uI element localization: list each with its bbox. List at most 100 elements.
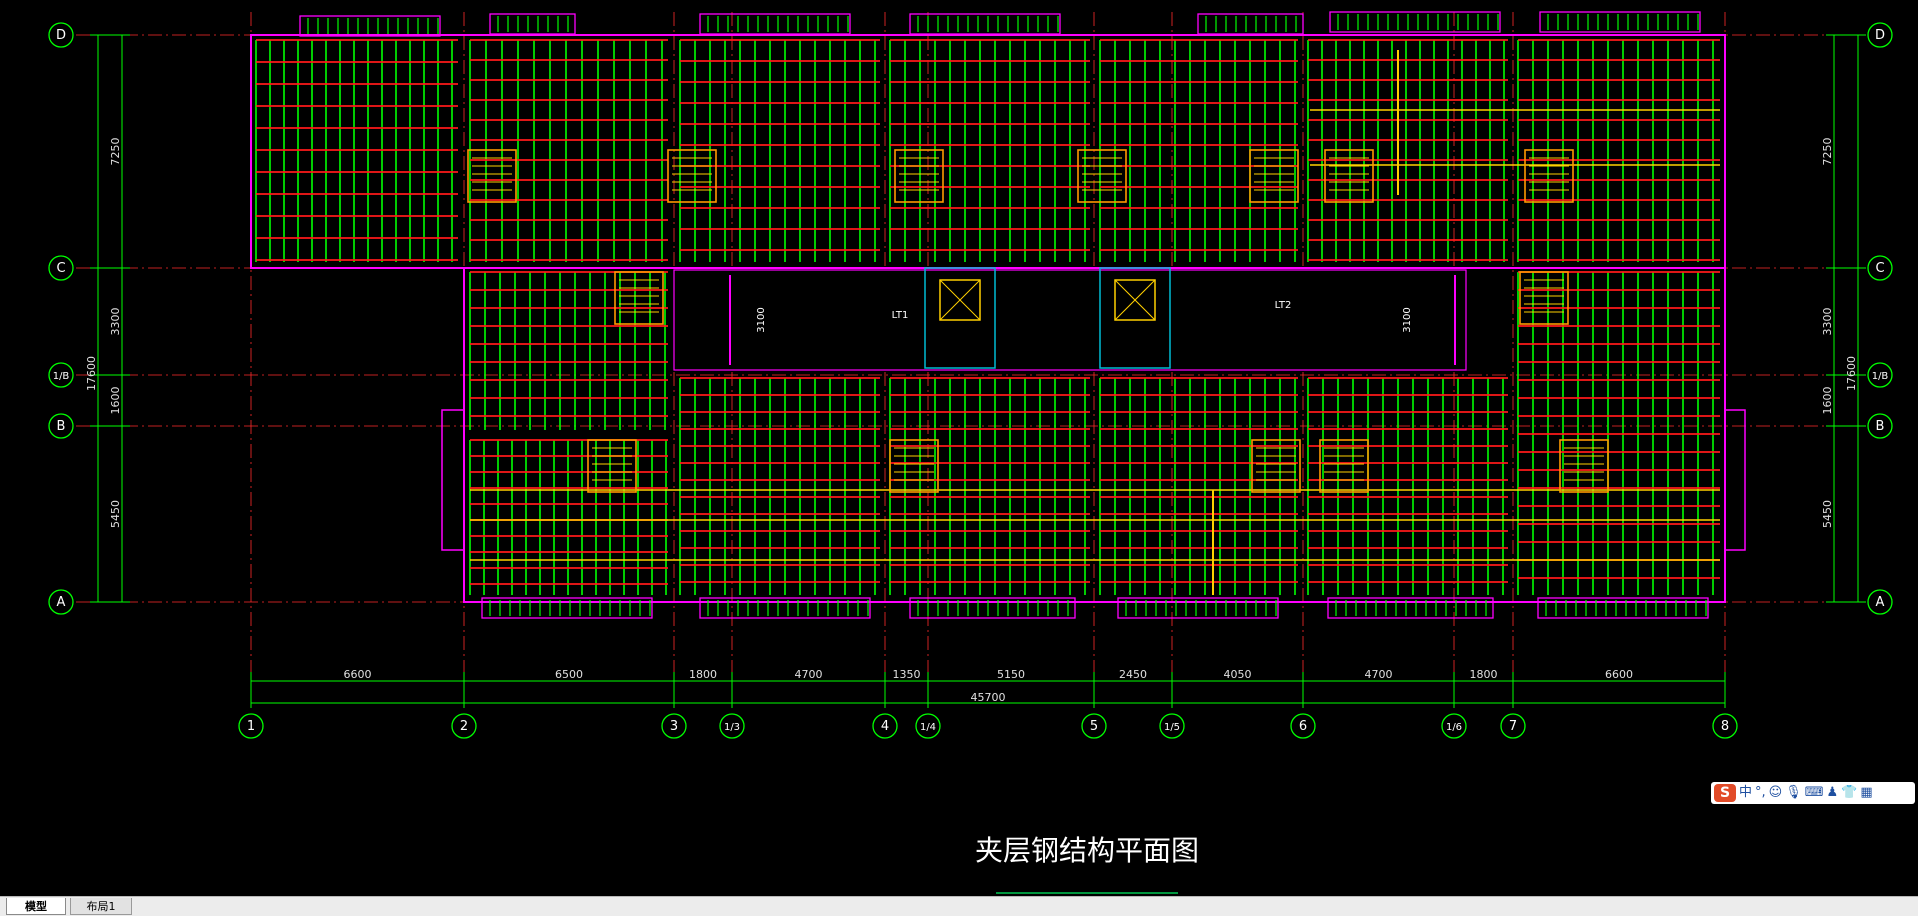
- column-bubble-1: 1: [247, 719, 255, 734]
- column-dim-8: 4700: [1365, 668, 1393, 681]
- column-bubble-5-circle: [1081, 713, 1107, 739]
- column-bubble-5: 5: [1090, 719, 1098, 734]
- column-dim-0: 6600: [344, 668, 372, 681]
- row-bubble-right-C: C: [1875, 261, 1884, 276]
- row-bubble-left-A-circle: [48, 589, 74, 615]
- tab-layout1[interactable]: 布局1: [70, 898, 132, 915]
- stair-1: [667, 149, 717, 203]
- core-label-2: 3100: [756, 307, 767, 332]
- balcony-2: [909, 597, 1076, 619]
- stair-5: [1324, 149, 1374, 203]
- column-bubble-6: 6: [1299, 719, 1307, 734]
- left-bay-outline: [441, 409, 465, 551]
- balcony-4: [1327, 597, 1494, 619]
- column-bubble-1/4-circle: [915, 713, 941, 739]
- column-dim-1: 6500: [555, 668, 583, 681]
- row-bubble-left-1/B-circle: [48, 362, 74, 388]
- balcony-0: [481, 597, 653, 619]
- row-bubble-right-B: B: [1876, 419, 1885, 434]
- right-dim-3: 5450: [1821, 500, 1834, 528]
- column-bubble-1/5: 1/5: [1164, 722, 1180, 733]
- core-label-1: LT2: [1275, 300, 1292, 311]
- drawing-title: 夹层钢结构平面图: [975, 834, 1199, 867]
- column-bubble-1/5-circle: [1159, 713, 1185, 739]
- row-bubble-right-D-circle: [1867, 22, 1893, 48]
- core-void: [673, 269, 1467, 371]
- column-bubble-1/3: 1/3: [724, 722, 740, 733]
- row-bubble-left-B: B: [57, 419, 66, 434]
- top-balcony-0: [299, 15, 441, 37]
- column-bubble-1/6-circle: [1441, 713, 1467, 739]
- column-bubble-1/6: 1/6: [1446, 722, 1462, 733]
- stair-13: [1519, 271, 1569, 325]
- left-dim-1: 3300: [109, 308, 122, 336]
- left-dim-0: 7250: [109, 138, 122, 166]
- column-dim-7: 4050: [1224, 668, 1252, 681]
- sogou-logo-icon[interactable]: S: [1714, 784, 1736, 802]
- emoji-icon[interactable]: ☺: [1768, 785, 1783, 800]
- right-dim-2: 1600: [1821, 387, 1834, 415]
- elevator-x: [939, 279, 981, 321]
- grid-icon[interactable]: ▦: [1860, 785, 1873, 800]
- column-bubble-8: 8: [1721, 719, 1729, 734]
- left-total-dim: 17600: [85, 356, 98, 391]
- top-balcony-1: [489, 13, 576, 35]
- row-bubble-right-A: A: [1876, 595, 1885, 610]
- stair-3: [1077, 149, 1127, 203]
- stair-9: [1251, 439, 1301, 493]
- stair-0: [467, 149, 517, 203]
- column-bubble-1-circle: [238, 713, 264, 739]
- user-icon[interactable]: ♟: [1826, 785, 1839, 800]
- stair-4: [1249, 149, 1299, 203]
- row-bubble-left-C-circle: [48, 255, 74, 281]
- elevator-shaft-1: [924, 267, 996, 369]
- core-label-3: 3100: [1402, 307, 1413, 332]
- balcony-1: [699, 597, 871, 619]
- column-bubble-7: 7: [1509, 719, 1517, 734]
- tab-model[interactable]: 模型: [6, 898, 66, 915]
- column-bubble-3-circle: [661, 713, 687, 739]
- row-bubble-left-C: C: [56, 261, 65, 276]
- stair-12: [614, 271, 664, 325]
- column-bubble-4: 4: [881, 719, 889, 734]
- top-balcony-5: [1329, 11, 1501, 33]
- column-bubble-1/3-circle: [719, 713, 745, 739]
- row-bubble-right-1/B-circle: [1867, 362, 1893, 388]
- punctuation-icon[interactable]: °,: [1755, 785, 1766, 800]
- ime-toolbar[interactable]: S 中 °, ☺ 🎙 ⌨ ♟ 👕 ▦: [1711, 782, 1915, 804]
- stair-7: [587, 439, 637, 493]
- row-bubble-left-B-circle: [48, 413, 74, 439]
- right-bay-outline: [1724, 409, 1746, 551]
- column-dim-2: 1800: [689, 668, 717, 681]
- elevator-car-1: [939, 279, 981, 321]
- column-bubble-4-circle: [872, 713, 898, 739]
- layout-tab-bar: 模型 布局1: [0, 896, 1918, 916]
- ime-mode[interactable]: 中: [1739, 785, 1753, 800]
- row-bubble-right-1/B: 1/B: [1872, 371, 1889, 382]
- row-bubble-right-D: D: [1875, 28, 1885, 43]
- column-dim-9: 1800: [1470, 668, 1498, 681]
- elevator-car-2: [1114, 279, 1156, 321]
- elevator-shaft-2: [1099, 267, 1171, 369]
- stair-2: [894, 149, 944, 203]
- row-bubble-left-D: D: [56, 28, 66, 43]
- mic-icon[interactable]: 🎙: [1785, 785, 1802, 800]
- column-dim-6: 2450: [1119, 668, 1147, 681]
- stair-10: [1319, 439, 1369, 493]
- right-total-dim: 17600: [1845, 356, 1858, 391]
- top-balcony-3: [909, 13, 1061, 35]
- top-balcony-4: [1197, 13, 1304, 35]
- column-bubble-1/4: 1/4: [920, 722, 936, 733]
- column-bubble-2: 2: [460, 719, 468, 734]
- right-dim-0: 7250: [1821, 138, 1834, 166]
- left-dim-2: 1600: [109, 387, 122, 415]
- keyboard-icon[interactable]: ⌨: [1804, 785, 1824, 800]
- shirt-icon[interactable]: 👕: [1841, 785, 1858, 800]
- column-dim-10: 6600: [1605, 668, 1633, 681]
- top-balcony-2: [699, 13, 851, 35]
- column-bubble-7-circle: [1500, 713, 1526, 739]
